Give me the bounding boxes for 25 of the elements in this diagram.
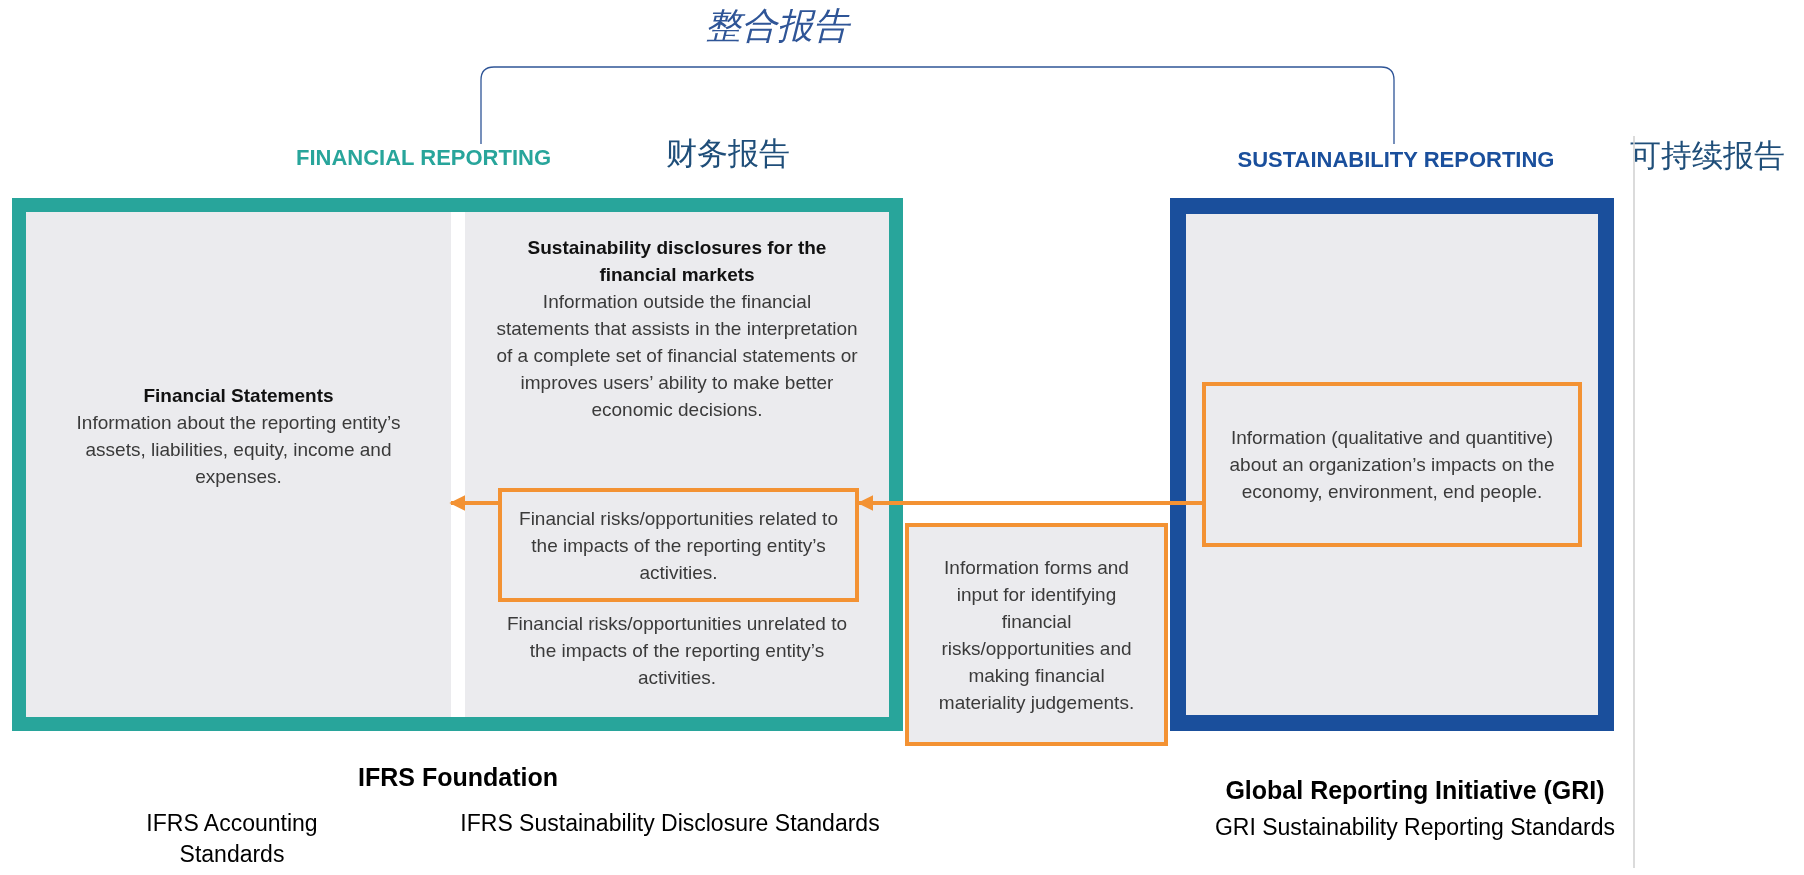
highlight-box	[1202, 382, 1582, 547]
box-text: Information about the reporting entity’s assets, liabilities, equity, income and expenses.	[75, 411, 402, 489]
title-label: 整合报告	[704, 4, 852, 48]
box-heading: Financial Statements	[142, 384, 335, 408]
process-box	[905, 523, 1168, 746]
box-text: Information (qualitative and quantitive) about an organization’s impacts on the economy, environment, end people.	[1228, 426, 1556, 504]
translation-label: 可持续报告	[1630, 137, 1786, 175]
standard-label: IFRS Accounting Standards	[145, 809, 319, 869]
standard-label: GRI Sustainability Reporting Standards	[1213, 813, 1617, 842]
arrow	[857, 495, 1202, 511]
panel	[465, 212, 889, 717]
section-heading: SUSTAINABILITY REPORTING	[1236, 146, 1556, 173]
box-heading: Sustainability disclosures for the financial markets	[526, 236, 828, 287]
box-text: Information forms and input for identifying financial risks/opportunities and making financial materiality judgements.	[937, 555, 1136, 715]
organization-label: Global Reporting Initiative (GRI)	[1224, 775, 1606, 806]
organization-label: IFRS Foundation	[357, 762, 559, 793]
standard-label: IFRS Sustainability Disclosure Standards	[459, 809, 881, 838]
panel	[26, 212, 451, 717]
arrow	[449, 495, 498, 511]
box-text: Financial risks/opportunities related to the impacts of the reporting entity’s activities.	[518, 506, 839, 585]
box-text: Financial risks/opportunities unrelated to the impacts of the reporting entity’s activities.	[505, 612, 849, 690]
box-text: Information outside the financial statements that assists in the interpretation of a complete set of financial statements or improves users’ ability to make better economic decisions.	[495, 290, 859, 422]
translation-label: 财务报告	[666, 135, 791, 173]
section-heading: FINANCIAL REPORTING	[296, 144, 553, 171]
highlight-box	[498, 488, 859, 602]
